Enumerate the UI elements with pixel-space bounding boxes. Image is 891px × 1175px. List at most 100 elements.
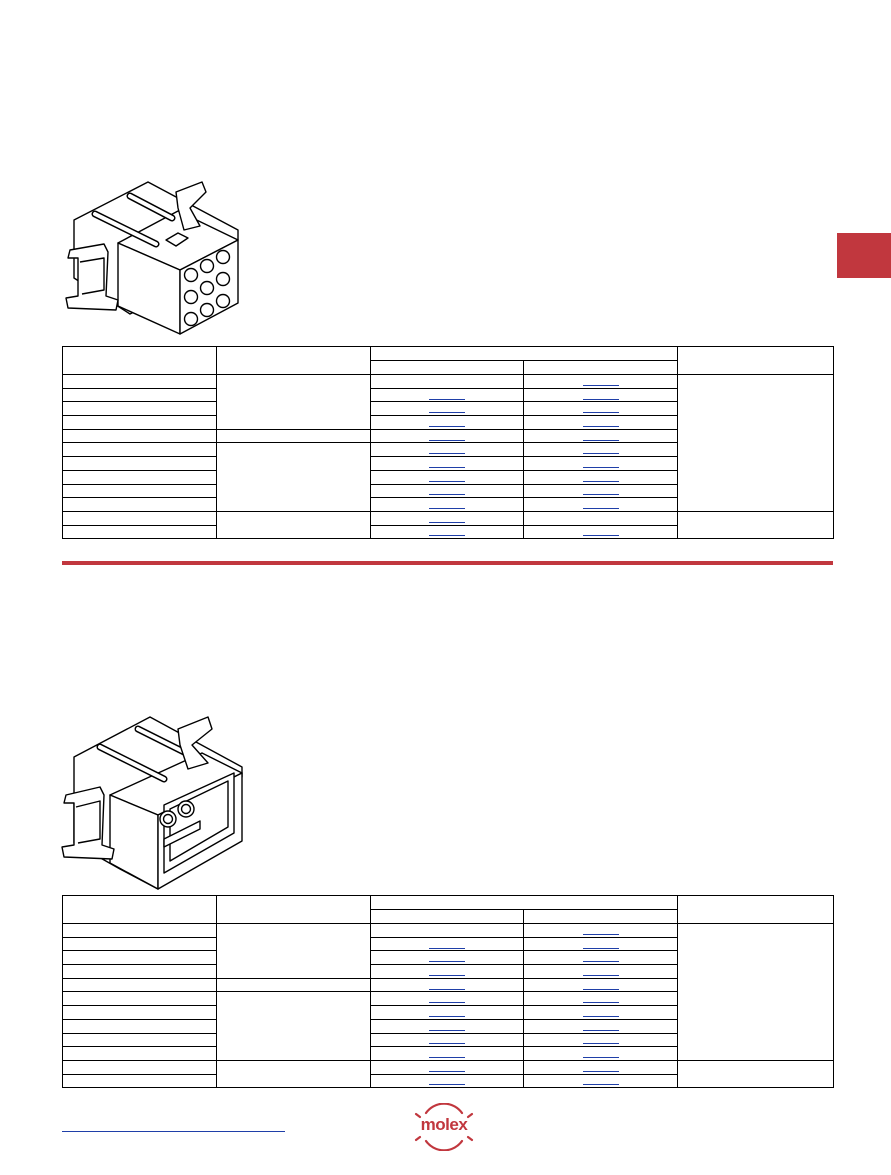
table-cell	[370, 964, 524, 979]
header-cell	[523, 909, 678, 924]
table-cell	[62, 1005, 217, 1020]
part-number-link[interactable]	[582, 500, 619, 510]
part-number-link[interactable]	[582, 527, 619, 537]
table-cell	[370, 950, 524, 966]
part-number-link[interactable]	[582, 445, 619, 455]
table-cell	[523, 991, 678, 1007]
part-number-link[interactable]	[582, 926, 619, 935]
part-number-link[interactable]	[582, 377, 619, 386]
table-cell	[677, 510, 834, 540]
part-number-link[interactable]	[582, 940, 619, 949]
part-number-link[interactable]	[582, 1049, 619, 1059]
table-cell	[370, 456, 524, 471]
header-cell	[216, 895, 371, 924]
part-number-link[interactable]	[429, 1049, 465, 1059]
table-cell	[216, 923, 371, 979]
table-cell	[523, 387, 678, 403]
table-cell	[370, 415, 524, 430]
part-number-link[interactable]	[582, 459, 619, 468]
table-cell	[370, 1059, 524, 1075]
part-number-link[interactable]	[429, 391, 465, 400]
header-cell	[523, 360, 678, 375]
part-number-link[interactable]	[429, 473, 465, 482]
part-number-link[interactable]	[429, 514, 465, 523]
table-cell	[62, 456, 217, 471]
part-number-link[interactable]	[429, 445, 465, 455]
part-number-link[interactable]	[582, 1063, 619, 1072]
logo-wordmark: molex	[420, 1115, 468, 1134]
table-cell	[523, 1032, 678, 1048]
part-number-link[interactable]	[429, 527, 465, 537]
table-cell	[216, 428, 371, 444]
table-cell	[216, 442, 371, 512]
footer-website-link[interactable]	[62, 1131, 285, 1132]
table-cell	[370, 469, 524, 485]
table-cell	[523, 1059, 678, 1075]
part-number-link[interactable]	[582, 1035, 619, 1045]
part-number-link[interactable]	[582, 1076, 619, 1086]
table-cell	[370, 401, 524, 417]
header-cell	[62, 895, 217, 924]
part-number-link[interactable]	[582, 432, 619, 441]
header-cell	[216, 346, 371, 375]
part-number-link[interactable]	[582, 1008, 619, 1017]
table-cell	[62, 483, 217, 499]
part-number-link[interactable]	[429, 940, 465, 949]
table-cell	[523, 510, 678, 526]
part-number-link[interactable]	[429, 459, 465, 468]
part-number-link[interactable]	[582, 486, 619, 496]
table-cell	[523, 964, 678, 979]
part-number-link[interactable]	[582, 473, 619, 482]
table-cell	[370, 524, 524, 540]
part-number-link[interactable]	[582, 404, 619, 414]
part-number-link[interactable]	[429, 1076, 465, 1086]
connector-illustration-plug	[61, 716, 243, 890]
part-number-link[interactable]	[429, 418, 465, 427]
table-cell	[370, 483, 524, 499]
part-number-link[interactable]	[582, 1022, 619, 1031]
part-number-link[interactable]	[582, 953, 619, 963]
part-number-link[interactable]	[582, 994, 619, 1004]
part-number-link[interactable]	[582, 391, 619, 400]
spec-table-plug	[62, 895, 834, 1089]
part-number-link[interactable]	[429, 432, 465, 441]
table-cell	[370, 510, 524, 526]
table-cell	[62, 374, 217, 389]
part-number-link[interactable]	[582, 418, 619, 427]
table-cell	[62, 1018, 217, 1034]
table-cell	[62, 991, 217, 1007]
part-number-link[interactable]	[429, 981, 465, 990]
part-number-link[interactable]	[582, 967, 619, 976]
table-cell	[370, 497, 524, 512]
part-number-link[interactable]	[582, 981, 619, 990]
table-cell	[523, 469, 678, 485]
part-number-link[interactable]	[429, 1035, 465, 1045]
table-cell	[370, 374, 524, 389]
table-cell	[523, 1046, 678, 1061]
table-cell	[523, 442, 678, 458]
header-cell	[370, 909, 524, 924]
table-cell	[523, 1005, 678, 1020]
table-cell	[216, 1059, 371, 1089]
table-cell	[523, 428, 678, 444]
table-cell	[62, 950, 217, 966]
part-number-link[interactable]	[429, 1008, 465, 1017]
table-cell	[370, 1005, 524, 1020]
part-number-link[interactable]	[429, 967, 465, 976]
part-number-link[interactable]	[429, 1022, 465, 1031]
part-number-link[interactable]	[429, 404, 465, 414]
table-cell	[62, 964, 217, 979]
part-number-link[interactable]	[429, 486, 465, 496]
table-cell	[62, 469, 217, 485]
part-number-link[interactable]	[429, 994, 465, 1004]
table-cell	[62, 1032, 217, 1048]
header-cell	[370, 895, 678, 910]
part-number-link[interactable]	[429, 953, 465, 963]
table-cell	[677, 374, 834, 512]
part-number-link[interactable]	[429, 500, 465, 510]
table-cell	[370, 387, 524, 403]
table-cell	[62, 923, 217, 938]
part-number-link[interactable]	[429, 1063, 465, 1072]
table-cell	[523, 936, 678, 952]
table-cell	[62, 524, 217, 540]
